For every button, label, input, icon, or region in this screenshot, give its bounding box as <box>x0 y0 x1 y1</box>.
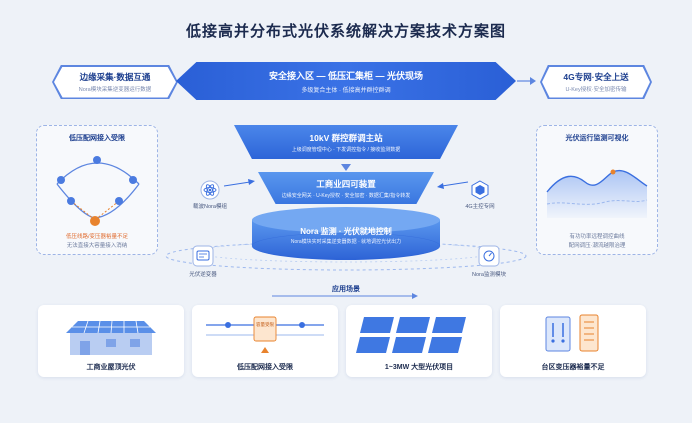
scene-label-large-pv: 1~3MW 大型光伏项目 <box>384 364 454 371</box>
edge-collect-subtitle: Nora模块采集逆变器运行数据 <box>78 87 152 93</box>
edge-collect-title: 边缘采集·数据互通 <box>79 72 151 82</box>
grid-limited-icon <box>206 316 324 353</box>
master-station-layer: 10kV 群控群调主站 上级调度管理中心 · 下发调控指令 / 接收监测数据 <box>234 125 458 159</box>
nora-carrier-label: 载波Nora模组 <box>193 204 227 210</box>
inverter-label: 光伏逆变器 <box>189 272 217 278</box>
scene-card-large-pv: 1~3MW 大型光伏项目 <box>346 305 492 377</box>
master-station-title: 10kV 群控群调主站 <box>309 132 383 143</box>
scene-card-rooftop: 工商业屋顶光伏 <box>38 305 184 377</box>
inverter-icon <box>192 245 214 267</box>
four-control-device-layer: 工商业四可装置 边缘安全网关 · U-Key授权 · 安全加密 · 数据汇集/指… <box>258 172 434 204</box>
scene-label-transformer: 台区变压器裕量不足 <box>541 364 605 371</box>
left-panel: 低压配网接入受限 低压线路/变压器裕量不足 无法直接大容量接入消纳 <box>36 125 158 255</box>
scene-label-rooftop: 工商业屋顶光伏 <box>86 364 136 371</box>
nora-control-disk <box>165 207 527 271</box>
down-arrow-icon <box>341 164 351 171</box>
atom-arrow-icon <box>223 179 255 187</box>
4g-network-label: 4G主控专网 <box>465 204 495 210</box>
transformer-cabinet-icon <box>545 314 599 352</box>
right-panel: 光伏运行监测可视化 有功功率远程调控曲线 配网调压·潮流越限治理 <box>536 125 658 255</box>
nora-disk-title: Nora 监测 · 光伏就地控制 <box>300 227 392 236</box>
scenes-arrow-icon <box>272 293 418 299</box>
secure-access-banner: 安全接入区 — 低压汇集柜 — 光伏现场 多级复合主体 · 低接高并群控群调 <box>176 62 516 100</box>
edge-collect-box: 边缘采集·数据互通 Nora模块采集逆变器运行数据 <box>54 66 176 98</box>
atom-icon <box>200 180 220 200</box>
scene-card-grid-limited: 容量受限 低压配网接入受限 <box>192 305 338 377</box>
four-control-subtitle: 边缘安全网关 · U-Key授权 · 安全加密 · 数据汇集/指令转发 <box>281 192 411 199</box>
right-arrow-icon <box>517 77 536 85</box>
network-upload-subtitle: U-Key授权·安全加密传输 <box>565 87 627 93</box>
monitor-module-label: Nora监测模块 <box>472 272 506 278</box>
grid-limited-tag: 容量受限 <box>256 322 274 327</box>
rooftop-solar-icon <box>66 320 156 355</box>
four-control-title: 工商业四可装置 <box>316 178 376 189</box>
left-panel-warning: 低压线路/变压器裕量不足 <box>65 234 129 240</box>
grid-network-diagram <box>56 156 140 226</box>
large-pv-panels-icon <box>356 317 466 353</box>
network-upload-title: 4G专网·安全上送 <box>563 72 629 82</box>
monitoring-chart <box>546 169 648 218</box>
right-panel-note2: 配网调压·潮流越限治理 <box>568 243 626 249</box>
left-panel-title: 低压配网接入受限 <box>69 135 125 142</box>
scene-card-transformer: 台区变压器裕量不足 <box>500 305 646 377</box>
right-panel-title: 光伏运行监测可视化 <box>565 135 629 142</box>
network-upload-box: 4G专网·安全上送 U-Key授权·安全加密传输 <box>542 66 650 98</box>
banner-subtitle: 多级复合主体 · 低接高并群控群调 <box>301 87 391 94</box>
scenes-title: 应用场景 <box>332 286 360 293</box>
nora-disk-subtitle: Nora模块实时采集逆变器数据 · 就地调控光伏出力 <box>290 239 402 245</box>
scene-label-grid-limited: 低压配网接入受限 <box>237 364 293 371</box>
left-panel-note: 无法直接大容量接入消纳 <box>66 243 128 249</box>
hex-arrow-icon <box>437 181 469 189</box>
right-panel-note1: 有功功率远程调控曲线 <box>569 234 625 240</box>
banner-title: 安全接入区 — 低压汇集柜 — 光伏现场 <box>268 70 423 81</box>
page-title: 低接高并分布式光伏系统解决方案技术方案图 <box>185 23 506 40</box>
monitor-module-icon <box>478 245 500 267</box>
hexagon-network-icon <box>471 180 489 200</box>
master-station-subtitle: 上级调度管理中心 · 下发调控指令 / 接收监测数据 <box>291 146 401 153</box>
